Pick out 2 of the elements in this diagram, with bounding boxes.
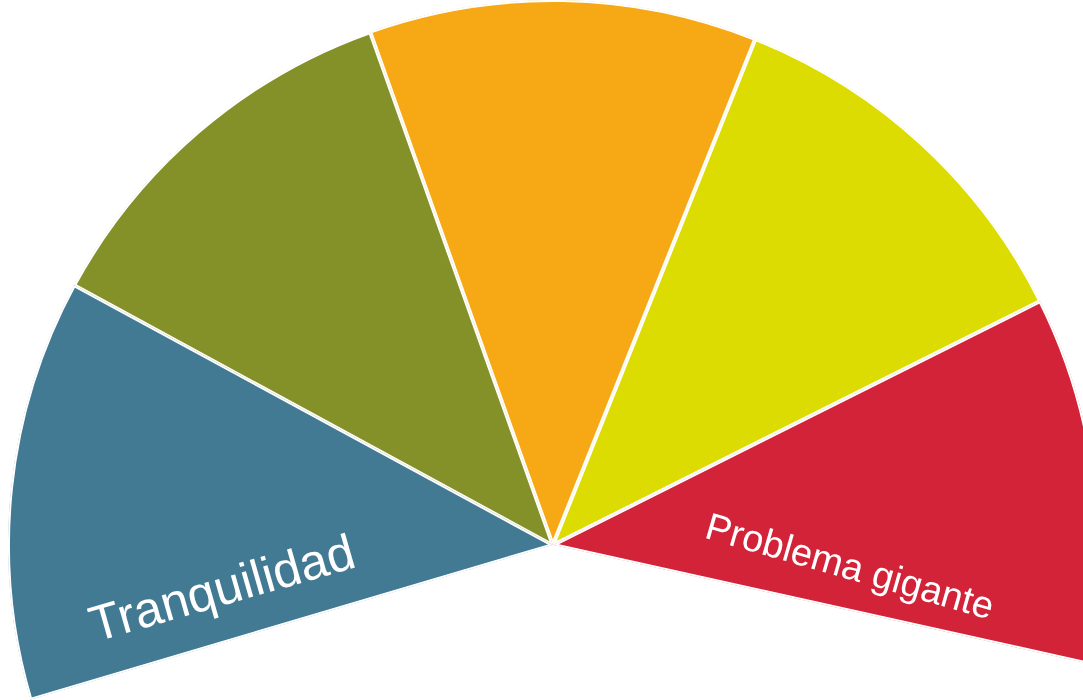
gauge-segment xyxy=(8,284,553,700)
gauge-segment xyxy=(553,300,1083,663)
